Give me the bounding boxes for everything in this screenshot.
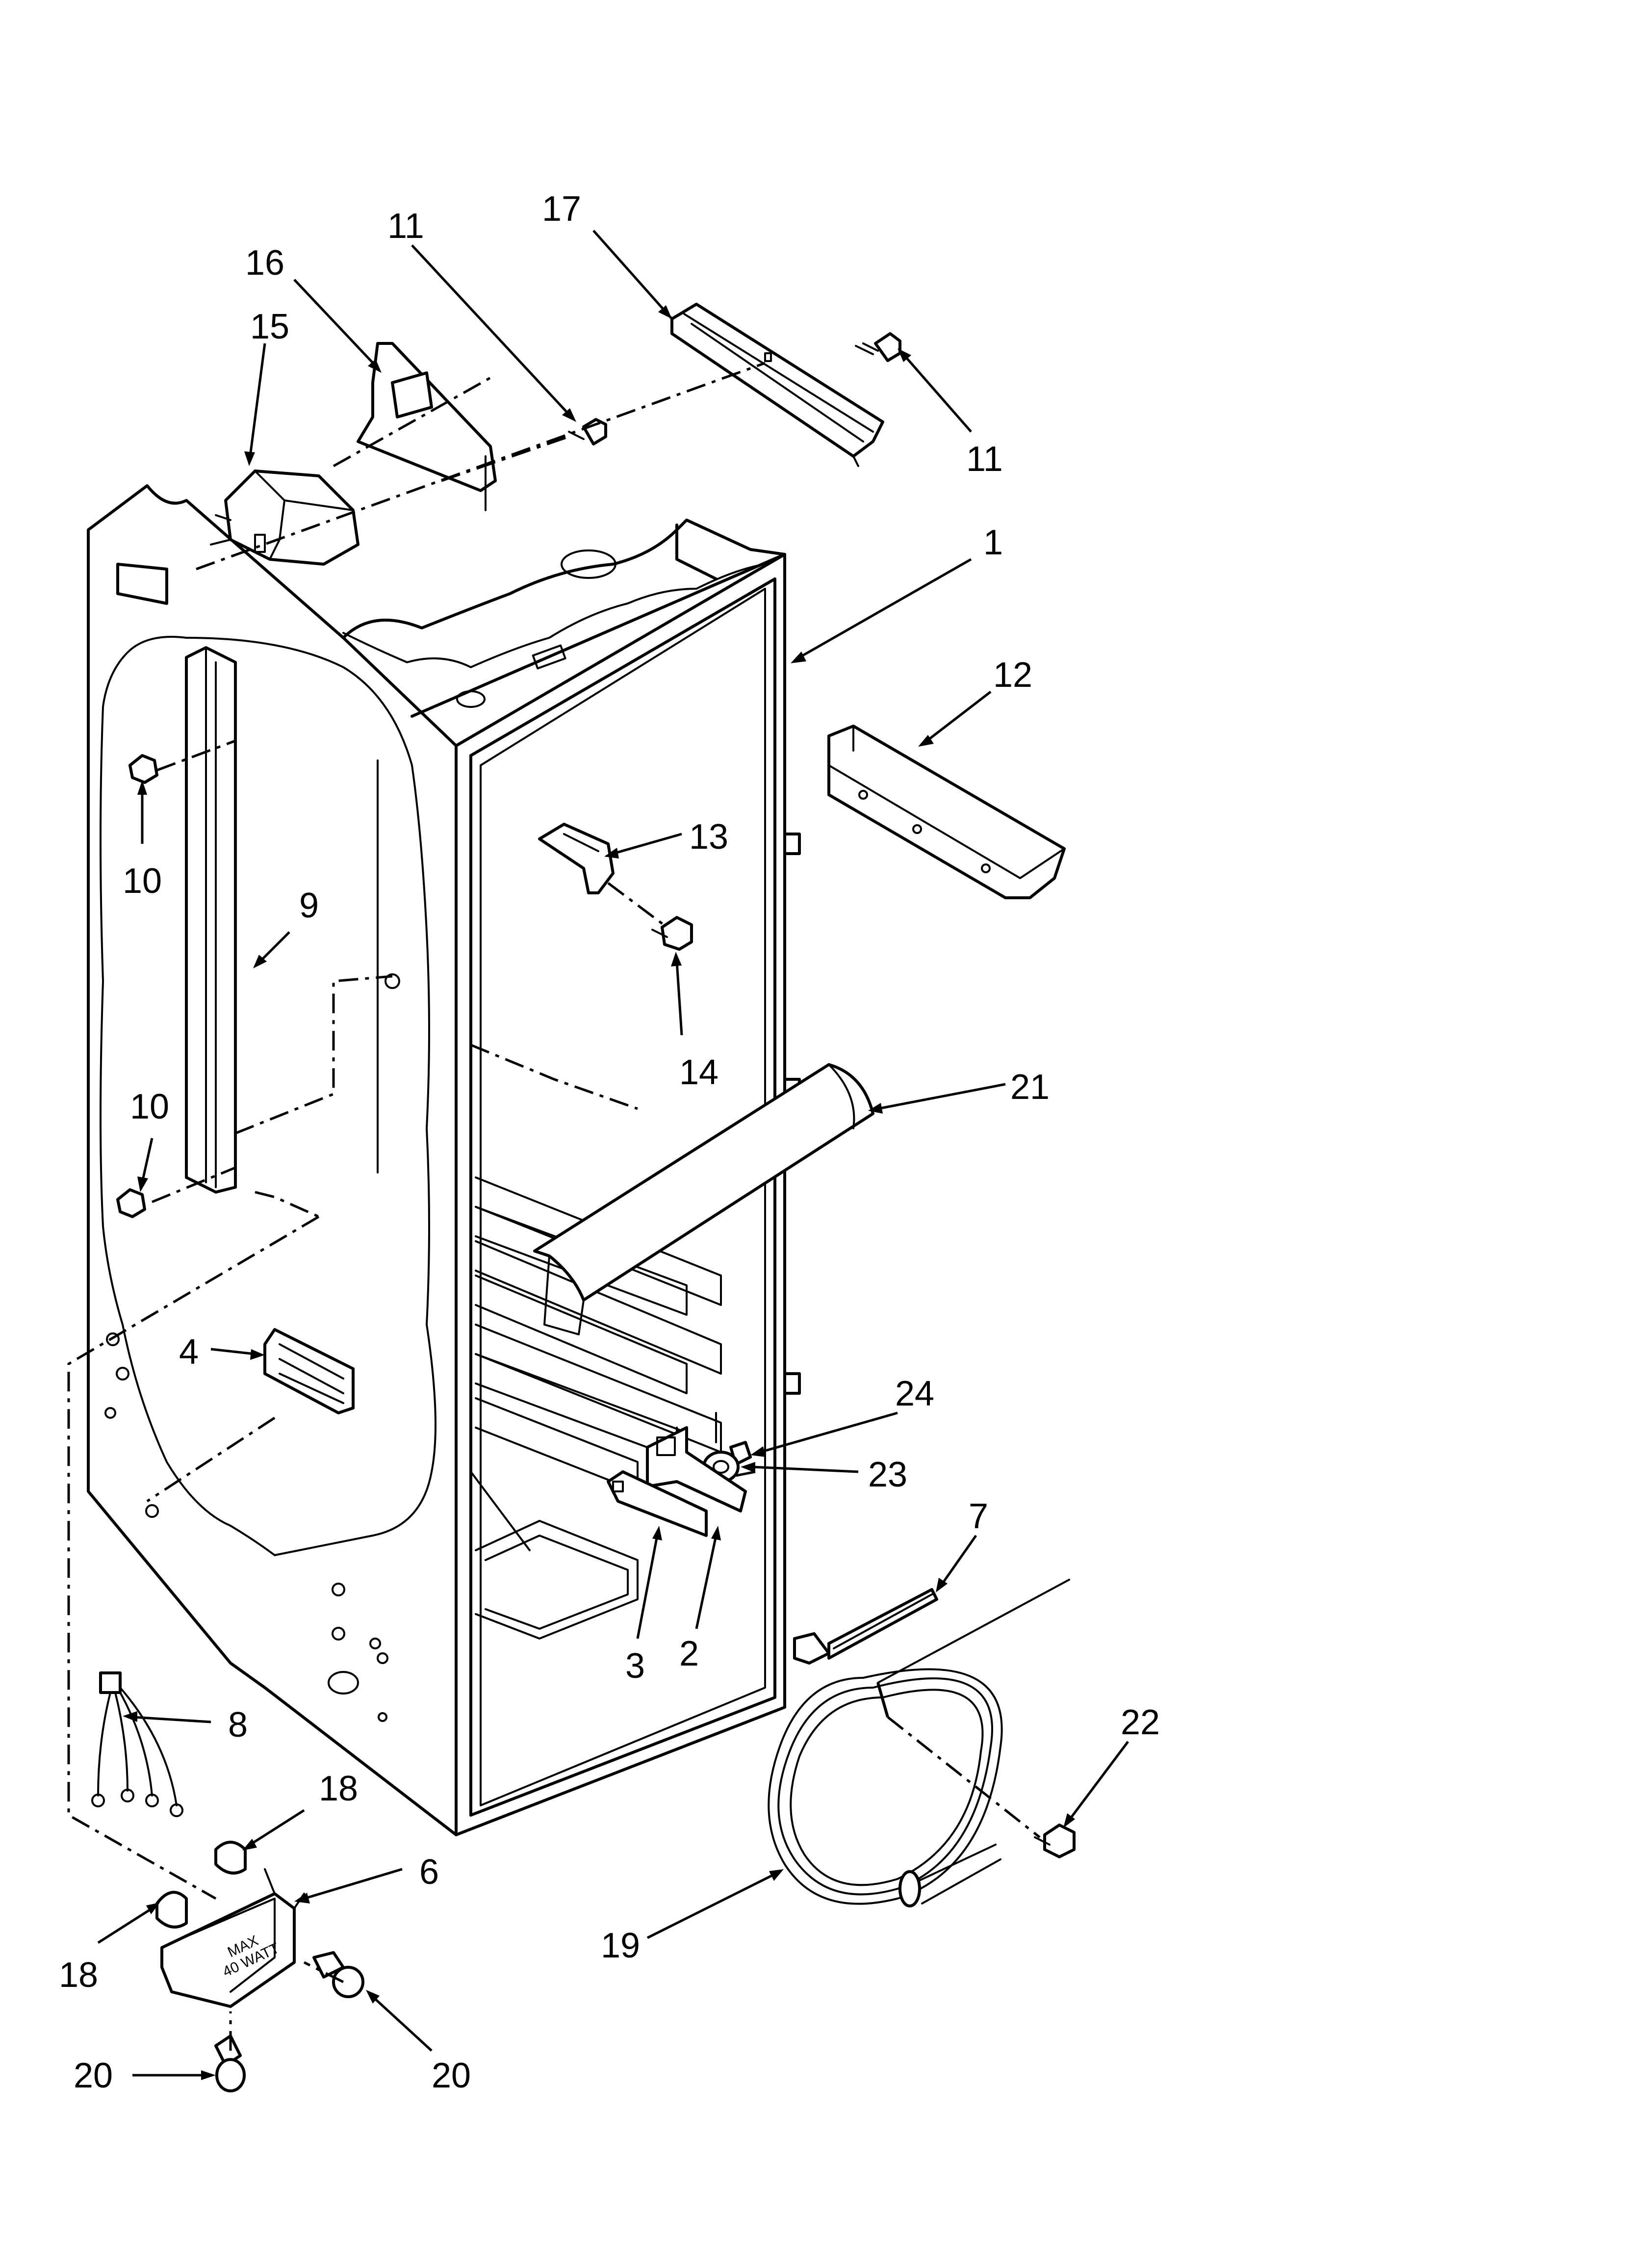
- callout-leaders: [97, 230, 1129, 2080]
- callout-21: 21: [1010, 1068, 1050, 1107]
- callout-numbers: 17 11 11 16 15 1 12 10 9 13 14 10 21 4 2…: [59, 189, 1160, 2095]
- part-14-screw: [651, 916, 693, 951]
- callout-16: 16: [245, 243, 284, 283]
- callout-20-lower: 20: [74, 2056, 113, 2095]
- part-18-clip-upper: [214, 1841, 247, 1875]
- part-13-bracket: [538, 823, 615, 894]
- part-8-wiring-harness: [91, 1671, 183, 1817]
- callout-11-right: 11: [966, 440, 1003, 479]
- callout-19: 19: [601, 1926, 640, 1965]
- callout-11-top: 11: [387, 207, 424, 246]
- callout-23: 23: [868, 1455, 907, 1494]
- callout-4: 4: [179, 1332, 199, 1372]
- callout-3: 3: [625, 1646, 645, 1686]
- callout-18-lower: 18: [59, 1955, 98, 1995]
- assembly-lines: [67, 362, 1041, 2051]
- callout-6: 6: [419, 1852, 439, 1892]
- callout-17: 17: [542, 189, 581, 229]
- part-4-vent: [263, 1328, 355, 1414]
- callout-14: 14: [679, 1053, 718, 1092]
- callout-8: 8: [228, 1705, 248, 1745]
- callout-1: 1: [983, 523, 1003, 562]
- part-18-clip-lower: [155, 1891, 188, 1929]
- callout-24: 24: [895, 1374, 934, 1413]
- callout-12: 12: [993, 655, 1032, 695]
- part-7-cable-tie: [793, 1588, 938, 1665]
- part-20-pin-right: [312, 1951, 364, 1998]
- callout-9: 9: [299, 886, 319, 925]
- part-10-screw-lower: [116, 1188, 146, 1218]
- callout-2: 2: [679, 1634, 699, 1673]
- part-10-screw-upper: [128, 754, 158, 784]
- part-20-pin-lower: [214, 2034, 246, 2092]
- part-11-screw-top-right: [855, 332, 901, 362]
- callout-22: 22: [1121, 1703, 1160, 1742]
- callout-10-upper: 10: [123, 861, 162, 901]
- part-6-lamp-socket: MAX 40 WATT: [160, 1868, 305, 2008]
- part-12-channel: [827, 725, 1066, 899]
- part-19-wire-coil: [768, 1579, 1070, 1907]
- callout-15: 15: [250, 307, 289, 346]
- callout-20-right: 20: [432, 2056, 471, 2095]
- part-17-top-trim: [670, 303, 884, 467]
- callout-18-upper: 18: [319, 1769, 358, 1808]
- callout-10-lower: 10: [130, 1087, 169, 1126]
- part-3-bracket: [607, 1470, 708, 1537]
- part-16-bracket: [357, 342, 497, 511]
- callout-7: 7: [969, 1497, 988, 1536]
- part-9-shelf-rail: [185, 646, 237, 1194]
- part-22-screw: [1034, 1824, 1076, 1858]
- part-21-cover: [533, 1063, 874, 1335]
- part-15-control-box: [210, 469, 359, 566]
- callout-13: 13: [689, 817, 728, 857]
